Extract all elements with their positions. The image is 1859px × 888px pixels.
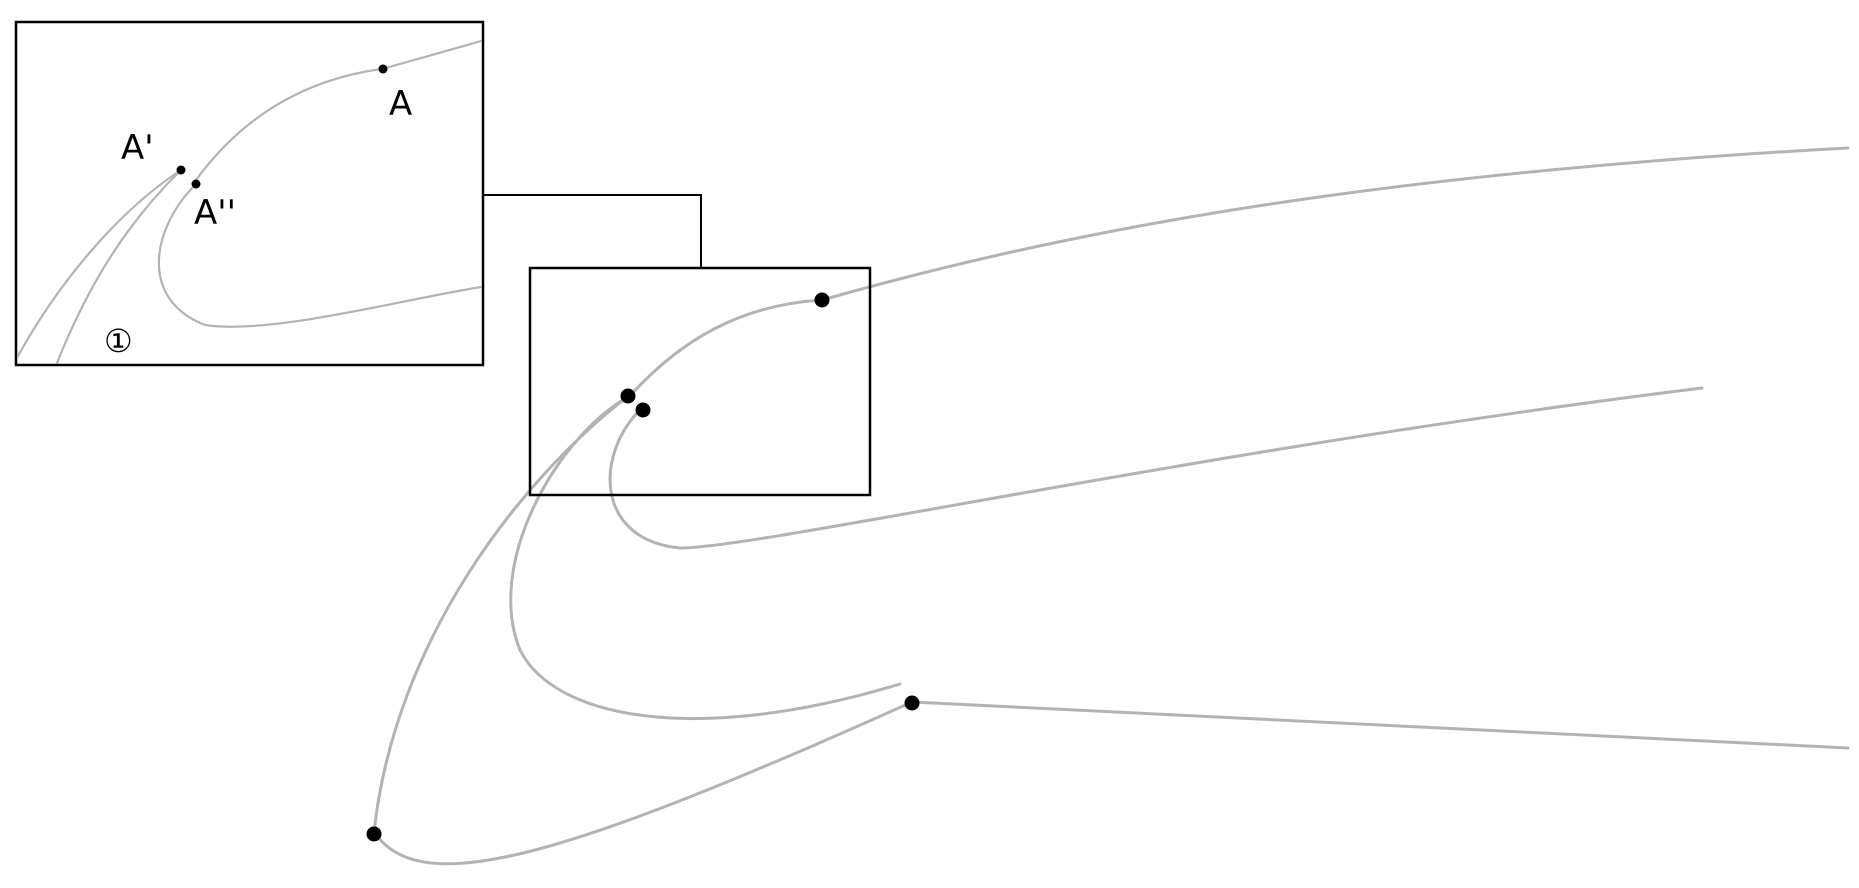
main-curves — [372, 146, 1850, 866]
inset-curve-inner-loop — [157, 182, 483, 328]
inset-curve-left-line-1 — [16, 168, 183, 358]
label-point-a-prime: A' — [121, 128, 154, 168]
inset-point-a-prime — [176, 165, 186, 175]
main-point-a-prime — [620, 388, 636, 404]
inset-curves — [16, 39, 483, 365]
inset-points — [176, 64, 388, 189]
label-region-marker: ① — [104, 322, 133, 360]
inset-labels: A A' A'' ① — [104, 84, 412, 360]
label-point-a-double-prime: A'' — [194, 193, 236, 233]
inset-point-a — [378, 64, 388, 74]
main-curve-lower-branch — [910, 700, 1850, 750]
main-point-lower-right — [904, 695, 920, 711]
inset-point-a-double-prime — [191, 179, 201, 189]
main-curve-middle-loop — [509, 396, 902, 721]
inset-curve-left-line-2 — [55, 168, 183, 365]
inset-frame — [14, 20, 485, 367]
main-point-a — [814, 292, 830, 308]
main-points — [366, 292, 920, 842]
main-point-lower-left — [366, 826, 382, 842]
zoom-connector-line — [483, 194, 702, 268]
main-curve-upper-branch — [626, 146, 1850, 400]
inset-curve-upper-branch — [194, 39, 483, 182]
label-point-a: A — [389, 84, 412, 124]
main-curve-inner-loop — [608, 386, 1704, 550]
inset-panel: A A' A'' ① — [14, 20, 485, 367]
main-curve-outer-loop — [372, 396, 914, 866]
main-point-a-double-prime — [635, 402, 651, 418]
